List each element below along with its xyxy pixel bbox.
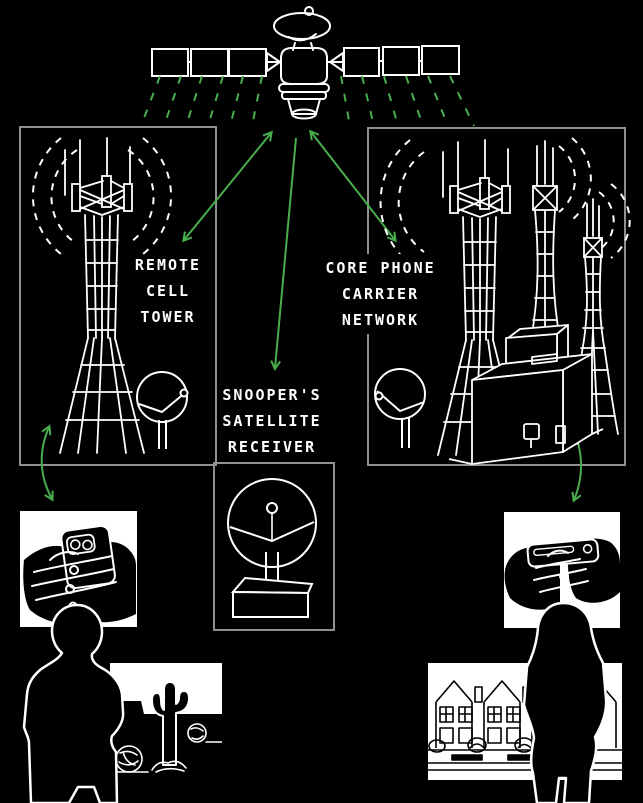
phone-photo-right [504, 512, 620, 628]
satellite-beams [140, 75, 475, 127]
arrow-satellite-snooper [275, 137, 297, 368]
core-network-label: CORE PHONE CARRIER NETWORK [318, 254, 443, 334]
desert-scene-box [110, 663, 222, 778]
phone-photo-left [20, 511, 137, 627]
snooper-receiver-label: SNOOPER'S SATELLITE RECEIVER [222, 386, 322, 456]
snooper-receiver-box [213, 462, 335, 631]
houses-scene-box [428, 663, 622, 780]
remote-cell-tower-label: REMOTE CELL TOWER [134, 256, 202, 326]
satellite-icon [151, 6, 460, 120]
man-silhouette [22, 603, 125, 803]
remote-cell-tower-box [19, 126, 217, 466]
